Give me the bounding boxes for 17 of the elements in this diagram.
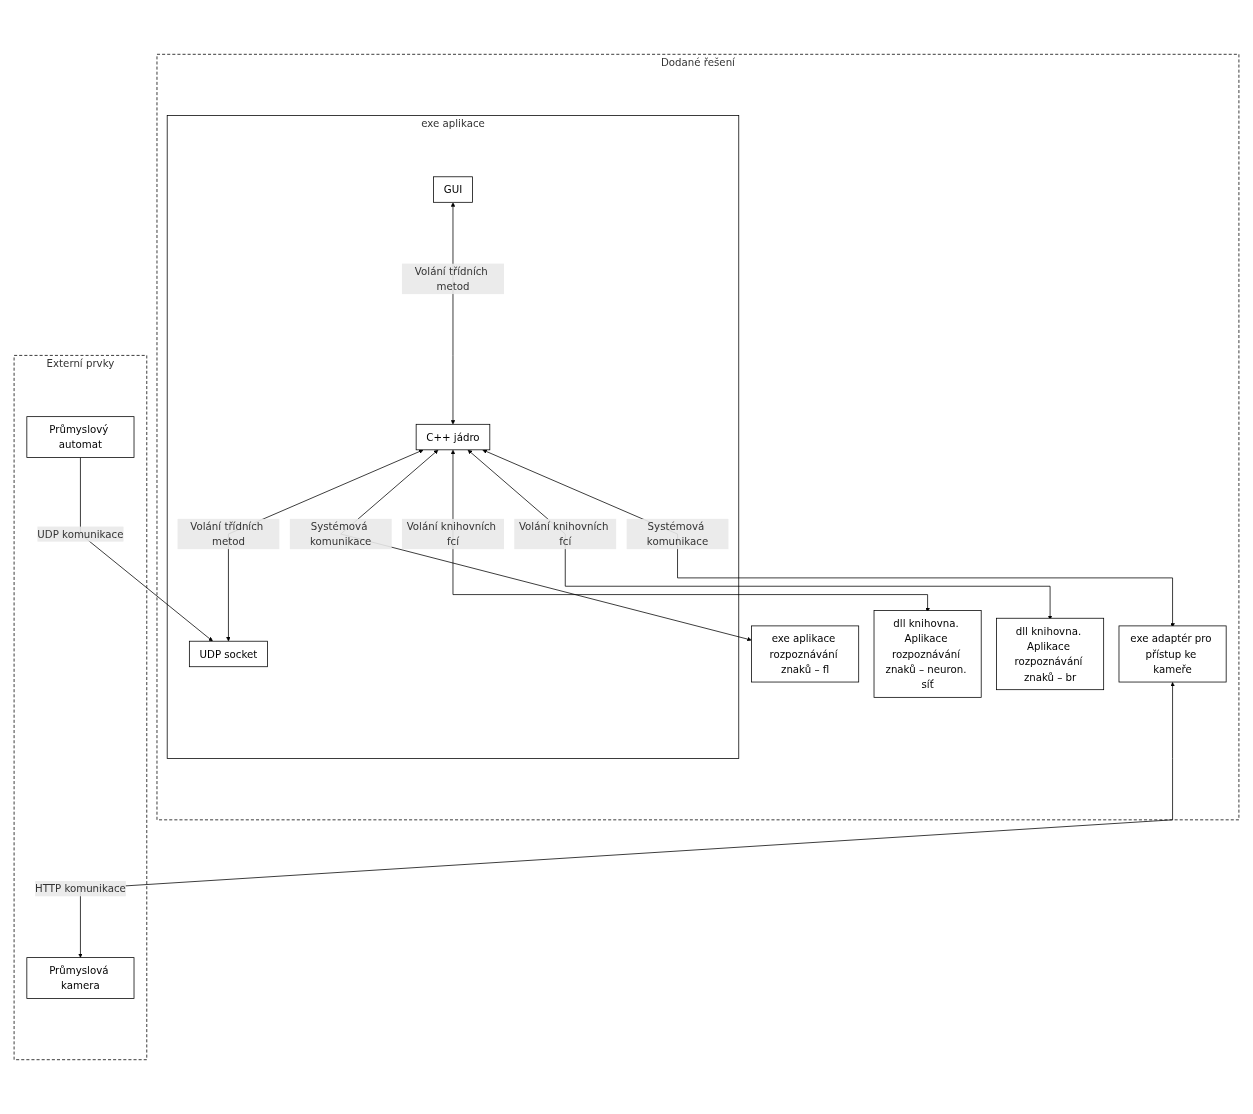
node-box: GUI [433, 176, 473, 203]
node-box: Průmyslový automat [26, 416, 135, 458]
edge-label: Volání třídních metod [414, 265, 488, 293]
edge-label: HTTP komunikace [35, 882, 126, 895]
edge-label: Systémová komunikace [310, 520, 372, 548]
edge-label: Volání knihovních fcí [518, 520, 609, 548]
node-box: exe adaptér pro přístup ke kameře [1118, 625, 1227, 683]
edge-label: Volání třídních metod [190, 520, 264, 548]
node-box: dll knihovna. Aplikace rozpoznávání znaků – br [996, 617, 1105, 691]
edge-label: Systémová komunikace [646, 520, 709, 548]
node-box: C++ jádro [415, 423, 491, 451]
node-box: UDP socket [188, 640, 268, 668]
node-box: dll knihovna. Aplikace rozpoznávání znaků – neuron. síť [873, 610, 982, 698]
edge-label: Volání knihovních fcí [406, 520, 497, 548]
node-box: exe aplikace rozpoznávání znaků – fl [751, 625, 860, 683]
node-box: Průmyslová kamera [26, 957, 135, 999]
edge-label: UDP komunikace [37, 527, 124, 541]
